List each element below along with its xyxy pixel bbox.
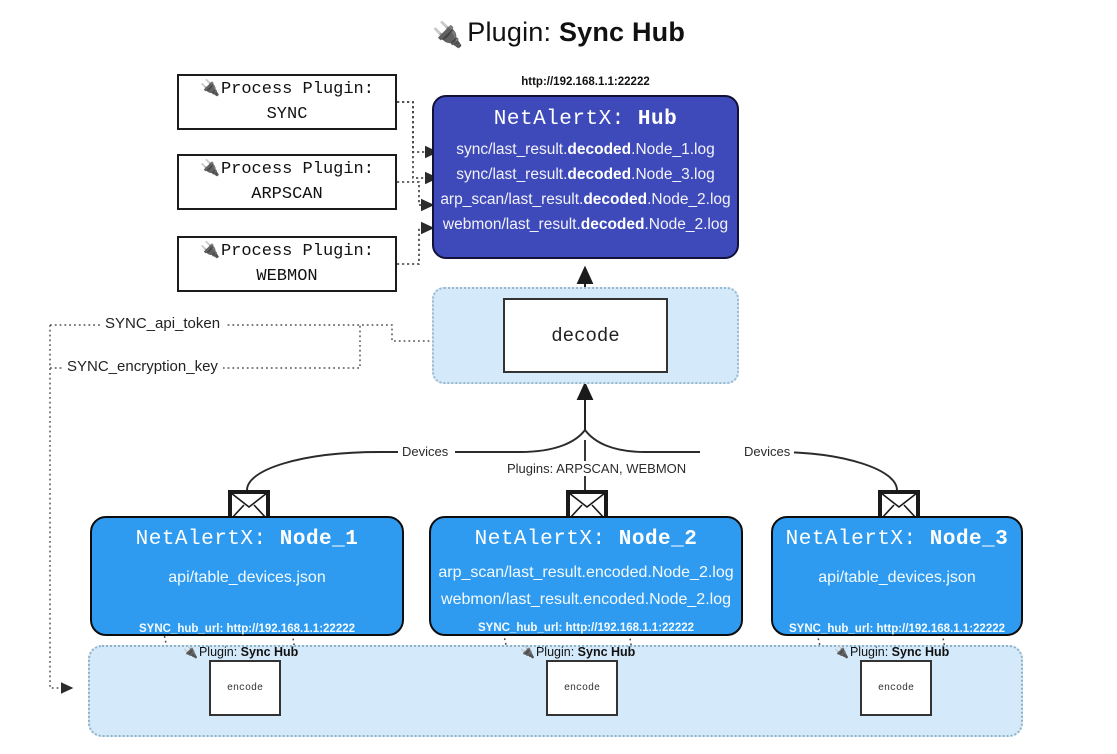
encode-box-node-1[interactable]: encode xyxy=(209,660,281,716)
page-title: 🔌Plugin: Sync Hub xyxy=(0,17,1117,50)
node-box-node-1[interactable]: NetAlertX: Node_1 api/table_devices.json… xyxy=(90,516,404,636)
process-plugin-sync-line2: SYNC xyxy=(266,105,308,124)
node-1-title: NetAlertX: Node_1 xyxy=(135,528,359,551)
node-box-node-3[interactable]: NetAlertX: Node_3 api/table_devices.json… xyxy=(771,516,1023,636)
sync-api-token-label: SYNC_api_token xyxy=(100,315,226,332)
process-plugin-arpscan-box[interactable]: 🔌Process Plugin: ARPSCAN xyxy=(177,154,397,210)
encoder-1-label: 🔌Plugin: Sync Hub xyxy=(183,645,299,659)
node-3-line: api/table_devices.json xyxy=(818,569,976,586)
page-title-name: Sync Hub xyxy=(558,17,686,47)
encoder-3-label: 🔌Plugin: Sync Hub xyxy=(834,645,950,659)
node-1-footer: SYNC_hub_url: http://192.168.1.1:22222 xyxy=(138,623,356,635)
node-2-title: NetAlertX: Node_2 xyxy=(474,528,698,551)
hub-log-line: sync/last_result.decoded.Node_1.log xyxy=(456,141,715,158)
process-plugin-webmon-line1: 🔌Process Plugin: xyxy=(200,240,374,262)
encoder-2-label: 🔌Plugin: Sync Hub xyxy=(520,645,636,659)
process-plugin-arpscan-line2: ARPSCAN xyxy=(251,185,323,204)
encode-box-node-3[interactable]: encode xyxy=(860,660,932,716)
node-1-line: api/table_devices.json xyxy=(168,569,326,586)
process-plugin-webmon-box[interactable]: 🔌Process Plugin: WEBMON xyxy=(177,236,397,292)
page-title-prefix: Plugin: xyxy=(467,17,552,47)
devices-label-right: Devices xyxy=(740,444,795,459)
node-3-footer: SYNC_hub_url: http://192.168.1.1:22222 xyxy=(788,623,1006,635)
hub-log-line: arp_scan/last_result.decoded.Node_2.log xyxy=(440,191,731,209)
node-box-node-2[interactable]: NetAlertX: Node_2 arp_scan/last_result.e… xyxy=(429,516,743,636)
hub-node-box[interactable]: NetAlertX: Hub sync/last_result.decoded.… xyxy=(432,95,739,259)
sync-encryption-key-label: SYNC_encryption_key xyxy=(62,358,223,375)
encode-box-node-2[interactable]: encode xyxy=(546,660,618,716)
hub-log-line: webmon/last_result.decoded.Node_2.log xyxy=(442,216,729,234)
node-2-footer: SYNC_hub_url: http://192.168.1.1:22222 xyxy=(477,622,695,634)
node-3-title: NetAlertX: Node_3 xyxy=(785,528,1009,551)
process-plugin-arpscan-line1: 🔌Process Plugin: xyxy=(200,158,374,180)
hub-log-line: sync/last_result.decoded.Node_3.log xyxy=(456,166,715,184)
node-2-line: webmon/last_result.encoded.Node_2.log xyxy=(441,591,731,608)
process-plugin-sync-box[interactable]: 🔌Process Plugin: SYNC xyxy=(177,74,397,130)
decode-box[interactable]: decode xyxy=(503,298,668,373)
plugins-label-middle: Plugins: ARPSCAN, WEBMON xyxy=(503,461,691,476)
plug-icon: 🔌 xyxy=(431,21,464,49)
hub-title: NetAlertX: Hub xyxy=(493,108,678,131)
node-2-line: arp_scan/last_result.encoded.Node_2.log xyxy=(438,564,734,581)
process-plugin-webmon-line2: WEBMON xyxy=(256,267,318,286)
process-plugin-sync-line1: 🔌Process Plugin: xyxy=(200,78,374,100)
hub-url-label: http://192.168.1.1:22222 xyxy=(521,76,650,88)
devices-label-left: Devices xyxy=(398,444,453,459)
